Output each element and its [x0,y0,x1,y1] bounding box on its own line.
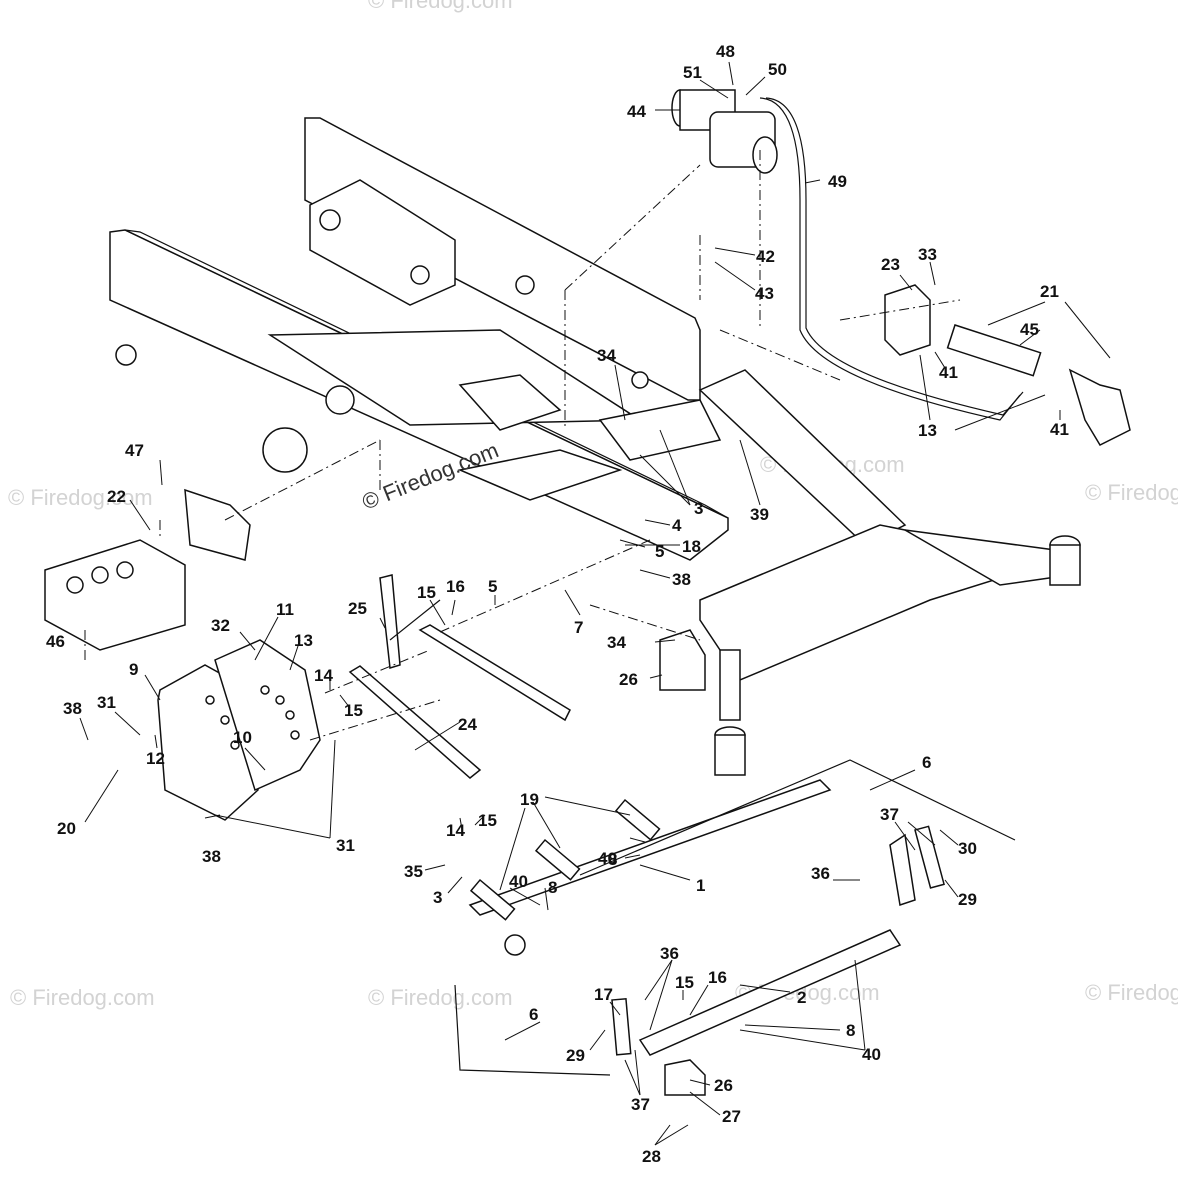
callout-44: 44 [627,102,646,121]
callout-49: 49 [828,172,847,191]
callout-18: 18 [682,537,701,556]
callout-27: 27 [722,1107,741,1126]
callout-26: 26 [714,1076,733,1095]
assembly-lines [84,150,961,741]
callout-17: 17 [594,985,613,1004]
callout-25: 25 [348,599,367,618]
watermark: © Firedog.com [8,485,153,510]
callout-23: 23 [881,255,900,274]
callout-13: 13 [294,631,313,650]
callout-40: 40 [509,872,528,891]
frame-assembly [44,89,1131,1096]
callout-36: 36 [811,864,830,883]
callout-15: 15 [478,811,497,830]
callout-16: 16 [708,968,727,987]
callout-6: 6 [529,1005,538,1024]
callout-37: 37 [631,1095,650,1114]
callout-7: 7 [574,618,583,637]
callout-4: 4 [672,516,682,535]
callout-2: 2 [797,988,806,1007]
callout-9: 9 [129,660,138,679]
callout-38: 38 [202,847,221,866]
watermark-layer: © Firedog.com © Firedog.com © Firedog.co… [8,0,1178,1010]
callout-50: 50 [768,60,787,79]
callout-39: 39 [750,505,769,524]
callout-41: 41 [939,363,958,382]
watermark: © Firedog.com [1085,980,1178,1005]
callout-11: 11 [276,600,294,619]
callout-32: 32 [211,616,230,635]
callout-8: 8 [846,1021,855,1040]
callout-3: 3 [433,888,442,907]
callout-10: 10 [233,728,252,747]
callout-46: 46 [46,632,65,651]
callout-35: 35 [404,862,423,881]
callout-1: 1 [696,876,705,895]
callout-12: 12 [146,749,165,768]
callout-29: 29 [566,1046,585,1065]
leader-lines [79,61,1111,1146]
callout-38: 38 [672,570,691,589]
callout-26: 26 [619,670,638,689]
callout-29: 29 [958,890,977,909]
watermark: © Firedog.com [368,0,513,13]
callout-5: 5 [655,542,664,561]
callout-42: 42 [756,247,775,266]
callout-40: 40 [862,1045,881,1064]
callout-22: 22 [107,487,126,506]
callout-45: 45 [1020,320,1039,339]
callout-48: 48 [716,42,735,61]
callout-3: 3 [694,499,703,518]
callout-30: 30 [958,839,977,858]
callout-16: 16 [446,577,465,596]
callout-31: 31 [336,836,355,855]
callout-37: 37 [880,805,899,824]
callout-15: 15 [417,583,436,602]
callout-34: 34 [597,346,616,365]
callout-24: 24 [458,715,477,734]
callout-33: 33 [918,245,937,264]
callout-labels: 48 51 50 44 49 42 43 33 23 21 45 41 13 4… [46,42,1069,1166]
callout-15: 15 [675,973,694,992]
callout-43: 43 [755,284,774,303]
callout-38: 38 [63,699,82,718]
callout-14: 14 [314,666,333,685]
callout-15: 15 [344,701,363,720]
callout-8: 8 [548,878,557,897]
watermark: © Firedog.com [368,985,513,1010]
callout-21: 21 [1040,282,1059,301]
watermark: © Firedog.com [1085,480,1178,505]
callout-51: 51 [683,63,702,82]
watermark: © Firedog.com [10,985,155,1010]
callout-41: 41 [1050,420,1069,439]
callout-5: 5 [488,577,497,596]
callout-14: 14 [446,821,465,840]
callout-40: 40 [598,849,617,868]
callout-20: 20 [57,819,76,838]
callout-36: 36 [660,944,679,963]
callout-19: 19 [520,790,539,809]
callout-34: 34 [607,633,626,652]
callout-6: 6 [922,753,931,772]
callout-13: 13 [918,421,937,440]
callout-31: 31 [97,693,116,712]
callout-28: 28 [642,1147,661,1166]
callout-47: 47 [125,441,144,460]
callout-8: 8 [608,850,617,869]
